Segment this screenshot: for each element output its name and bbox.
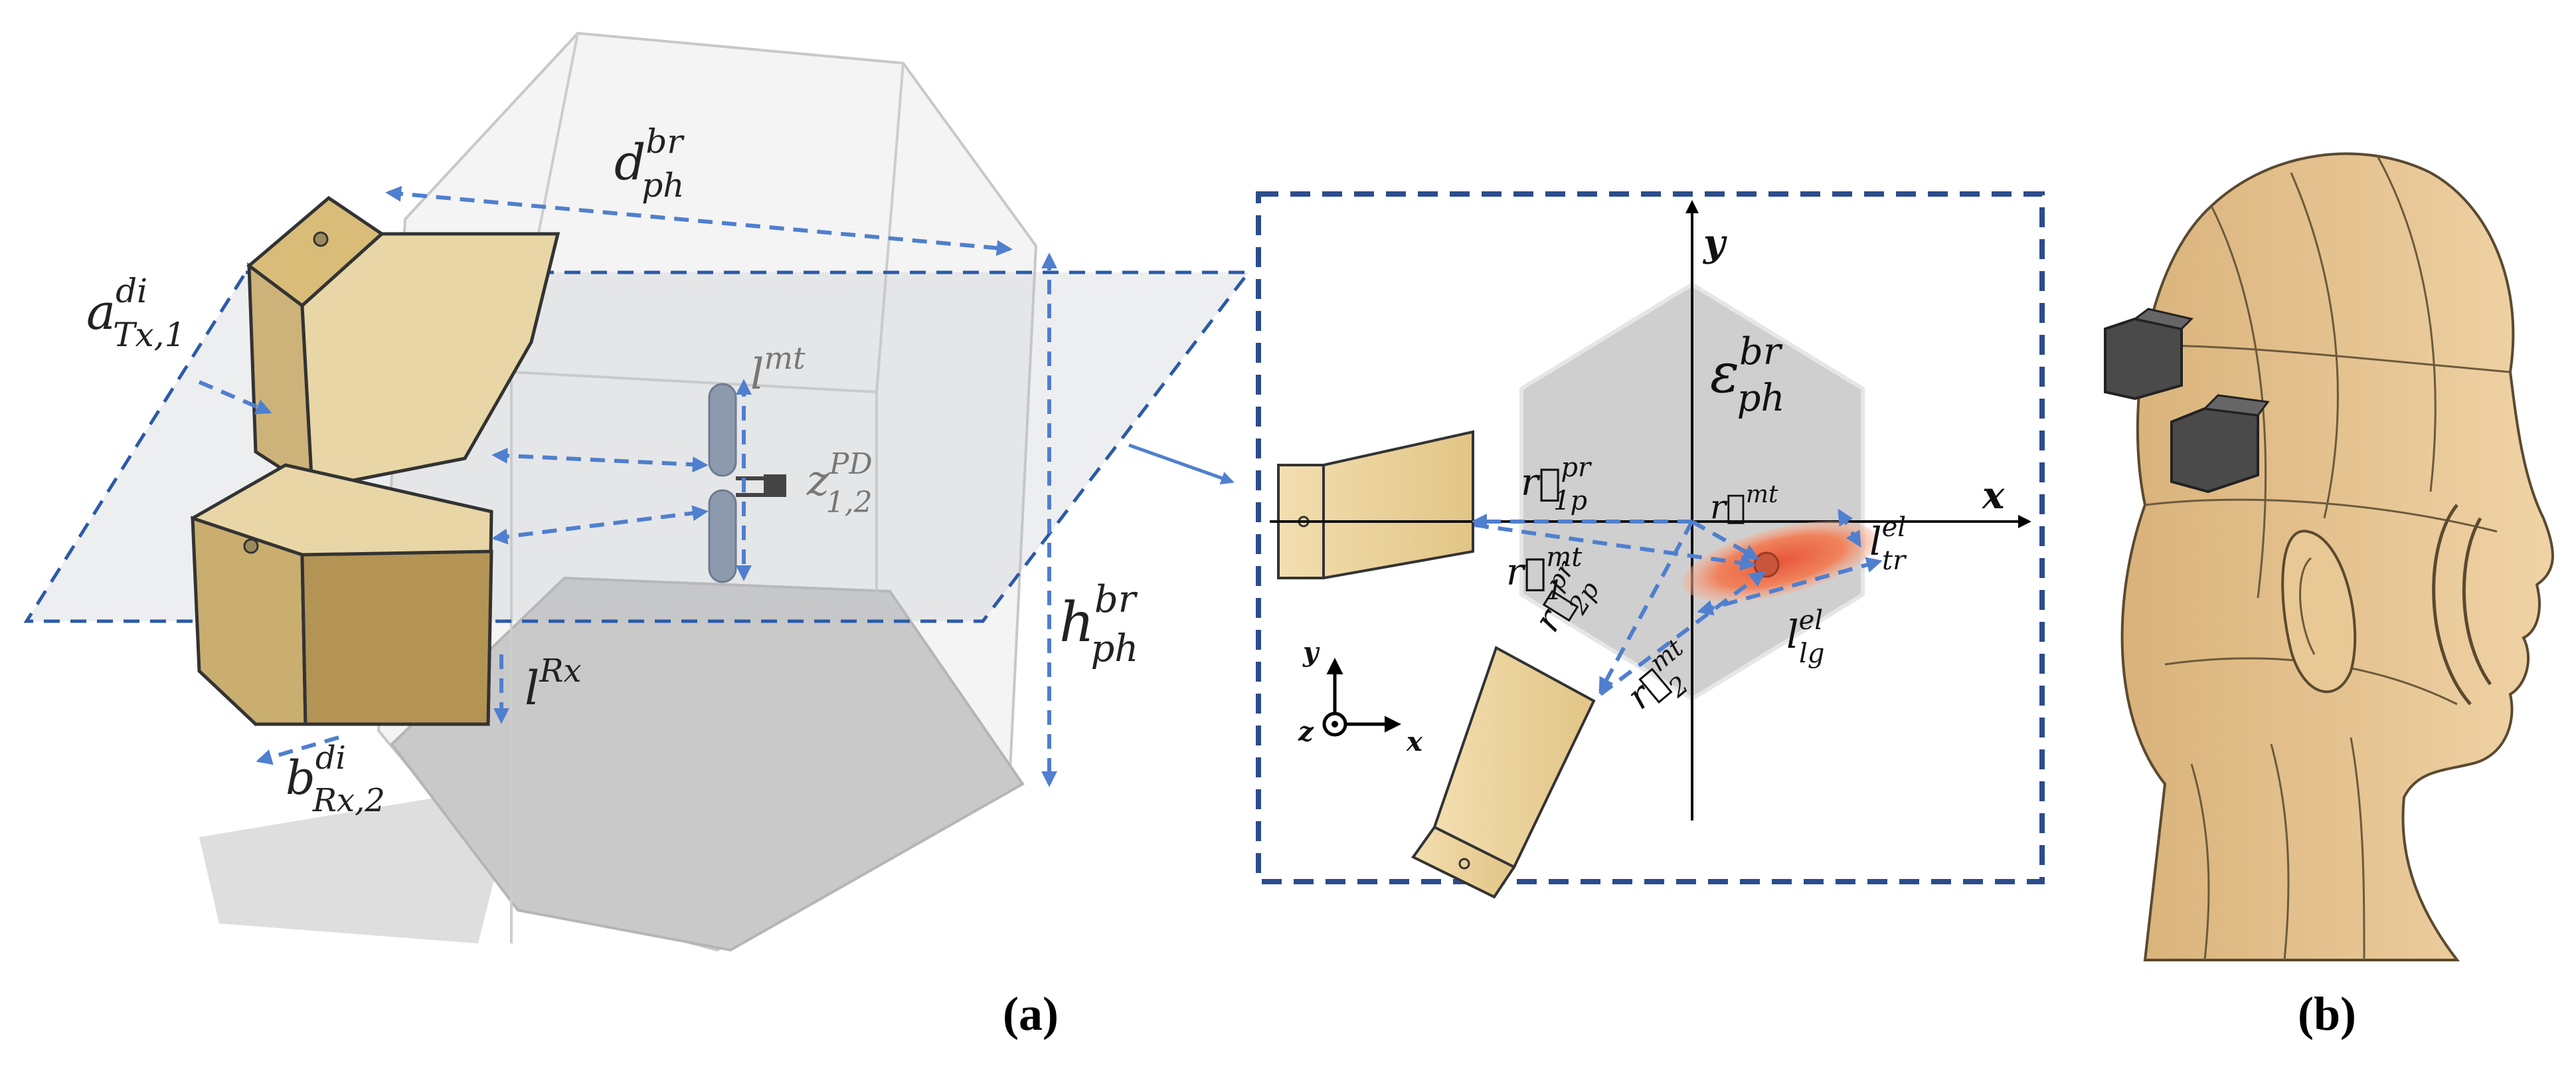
label-l-mt: lmt <box>750 340 806 399</box>
coordinate-triad: y z x <box>1298 636 1423 757</box>
inset-link-line <box>1128 443 1235 485</box>
inset-rx-antenna <box>1411 646 1596 899</box>
vec-r2p <box>1598 520 1694 694</box>
triad-x: x <box>1406 726 1423 757</box>
arrow-rx-dipole <box>491 505 709 545</box>
prism-bottom-face <box>390 576 1025 952</box>
inset-x-label: x <box>1982 474 2005 518</box>
label-l-rx: lRx <box>525 652 582 716</box>
head-model <box>2120 152 2554 961</box>
arrow-a-tx <box>198 380 272 415</box>
ear <box>2281 530 2357 694</box>
rx-antenna <box>191 463 493 726</box>
dipole <box>708 383 786 583</box>
panel-b: (b) <box>2104 152 2554 1040</box>
arrow-b-rx <box>256 735 339 765</box>
inset-y-label: y <box>1702 221 1727 265</box>
dim-l-lg <box>1697 557 1883 616</box>
vec-rmt <box>1691 520 1760 560</box>
caption-a: (a) <box>1003 987 1059 1040</box>
arrow-d-ph <box>385 185 1013 256</box>
ground-shadow <box>199 784 518 943</box>
dim-l-tr <box>1838 508 1861 548</box>
tx-antenna <box>246 195 560 492</box>
triad-y: y <box>1302 636 1320 668</box>
head-antennas <box>2104 308 2270 494</box>
arrow-tx-dipole <box>491 447 709 473</box>
caption-b: (b) <box>2298 987 2356 1040</box>
label-rmt: r⃗mt <box>1710 481 1778 526</box>
triad-z: z <box>1298 716 1314 747</box>
target-center <box>1753 551 1780 578</box>
